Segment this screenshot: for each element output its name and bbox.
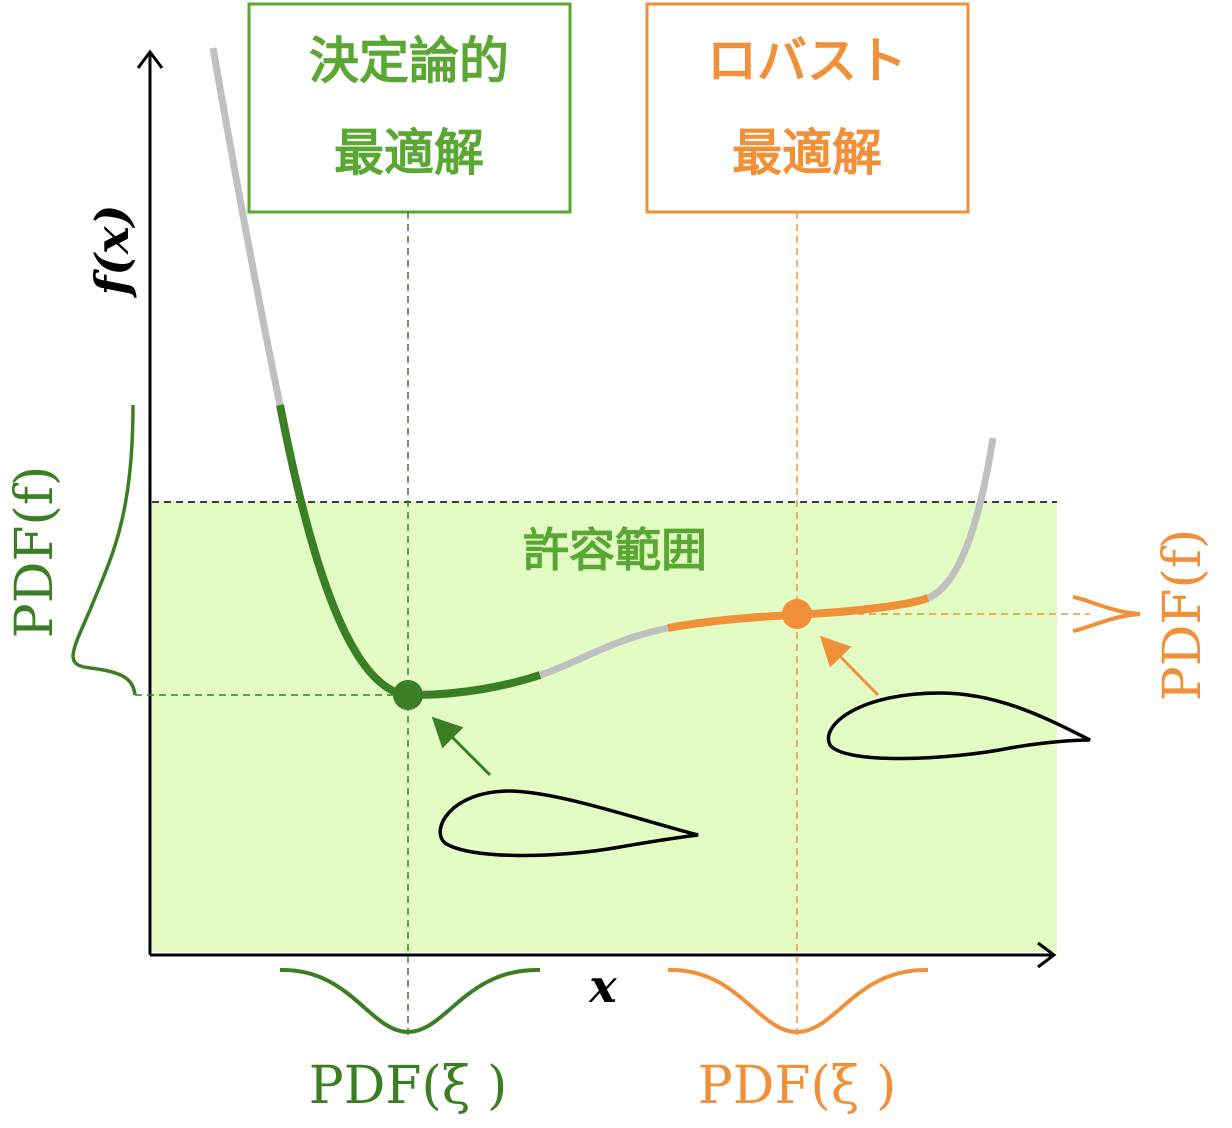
feasible-region-label: 許容範囲 <box>523 523 707 577</box>
robust-label-2: 最適解 <box>732 124 882 182</box>
robust-optimum-box <box>645 2 970 214</box>
pdf-xi-orange-curve <box>667 967 929 1035</box>
deterministic-airfoil <box>438 789 699 858</box>
deterministic-optimum-point <box>393 680 423 710</box>
robust-optimum-point <box>782 599 812 629</box>
objective-curve <box>209 47 997 700</box>
pdf-f-green-curve <box>71 404 137 696</box>
y-axis-label: f(x) <box>85 205 139 299</box>
pdf-xi-green-label: PDF(ξ ) <box>309 1056 508 1116</box>
pdf-f-orange-label: PDF(f) <box>1153 529 1213 702</box>
pdf-xi-orange-label: PDF(ξ ) <box>698 1056 897 1116</box>
deterministic-label-1: 決定論的 <box>309 32 509 90</box>
deterministic-arrow <box>431 716 492 777</box>
robust-airfoil <box>826 691 1091 761</box>
axes <box>136 49 1057 969</box>
robust-arrow <box>819 635 880 697</box>
x-axis-label: x <box>588 959 617 1013</box>
feasible-region <box>152 502 1057 952</box>
deterministic-optimum-box <box>247 2 572 214</box>
pdf-f-orange-curve <box>1072 595 1141 633</box>
pdf-xi-green-curve <box>279 967 541 1035</box>
deterministic-label-2: 最適解 <box>334 124 484 182</box>
robust-label-1: ロバスト <box>707 32 907 90</box>
pdf-f-green-label: PDF(f) <box>5 466 65 639</box>
